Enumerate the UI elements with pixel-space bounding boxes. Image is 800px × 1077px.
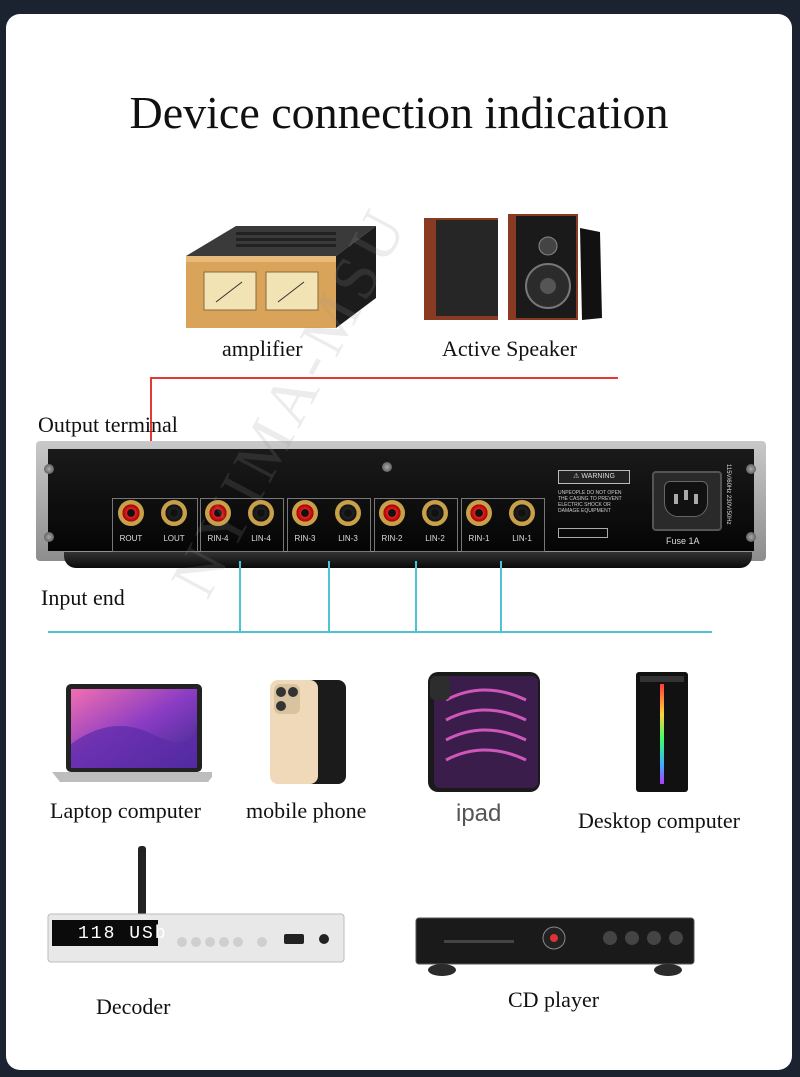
power-inlet-icon (664, 481, 708, 517)
jack-label: ROUT (119, 534, 143, 543)
speaker-label: Active Speaker (442, 336, 577, 361)
laptop-label: Laptop computer (50, 798, 201, 823)
lin3-jack (335, 500, 361, 526)
warning-label: WARNING (581, 473, 615, 480)
lin4-jack (248, 500, 274, 526)
ipad-label: ipad (456, 800, 502, 827)
input-drop-line (328, 561, 330, 631)
warning-sticker: ⚠ WARNING (558, 470, 630, 484)
power-socket (652, 471, 722, 531)
lin1-jack (509, 500, 535, 526)
rear-panel (36, 441, 766, 561)
fuse-label: Fuse 1A (666, 536, 700, 546)
screw-icon (44, 532, 54, 542)
jack-group-3 (287, 498, 371, 552)
lin2-jack (422, 500, 448, 526)
phone-label: mobile phone (246, 798, 367, 823)
product-card: Device connection indication amplifier (6, 14, 792, 1070)
jack-label: LIN-1 (512, 534, 532, 543)
jack-group-1 (461, 498, 545, 552)
output-terminal-label: Output terminal (38, 412, 178, 437)
output-drop-line (150, 377, 152, 491)
ipad-image (426, 670, 542, 794)
jack-label: LIN-4 (251, 534, 271, 543)
speaker-image (424, 210, 604, 322)
input-end-label: Input end (41, 585, 125, 610)
warning-text: UNPEOPLE DO NOT OPEN THE CASING TO PREVE… (558, 490, 622, 514)
cd-player-image (414, 914, 696, 980)
input-line (48, 631, 712, 633)
screw-icon (44, 464, 54, 474)
screw-icon (746, 532, 756, 542)
rear-panel-face (48, 449, 754, 551)
rin2-jack (379, 500, 405, 526)
rin3-jack (292, 500, 318, 526)
jack-label: RIN-3 (294, 534, 316, 543)
jack-label: RIN-4 (207, 534, 229, 543)
decoder-display: 118 USb (78, 924, 168, 944)
phone-image (268, 678, 348, 786)
jack-label: RIN-2 (381, 534, 403, 543)
rout-jack (118, 500, 144, 526)
input-drop-line (415, 561, 417, 631)
amplifier-label: amplifier (222, 336, 303, 361)
jack-group-4 (200, 498, 284, 552)
amplifier-image (176, 226, 376, 338)
screw-icon (382, 462, 392, 472)
jack-label: LOUT (163, 534, 185, 543)
decoder-label: Decoder (96, 994, 171, 1019)
decoder-image (46, 846, 346, 966)
jack-label: LIN-3 (338, 534, 358, 543)
desktop-label: Desktop computer (578, 808, 740, 833)
lout-jack (161, 500, 187, 526)
jack-group-2 (374, 498, 458, 552)
input-drop-line (500, 561, 502, 631)
cert-icons (558, 528, 608, 538)
output-line (150, 377, 618, 379)
panel-base (64, 552, 752, 568)
rin1-jack (466, 500, 492, 526)
warning-icon: ⚠ (573, 473, 580, 480)
desktop-image (634, 670, 690, 796)
laptop-image (52, 684, 216, 784)
jack-label: RIN-1 (468, 534, 490, 543)
rin4-jack (205, 500, 231, 526)
input-drop-line (239, 561, 241, 631)
jack-label: LIN-2 (425, 534, 445, 543)
screw-icon (746, 464, 756, 474)
voltage-label: 115V/60Hz 230V/50Hz (725, 464, 731, 525)
page-title: Device connection indication (129, 87, 669, 138)
jack-group-out (112, 498, 198, 552)
cd-player-label: CD player (508, 987, 600, 1012)
